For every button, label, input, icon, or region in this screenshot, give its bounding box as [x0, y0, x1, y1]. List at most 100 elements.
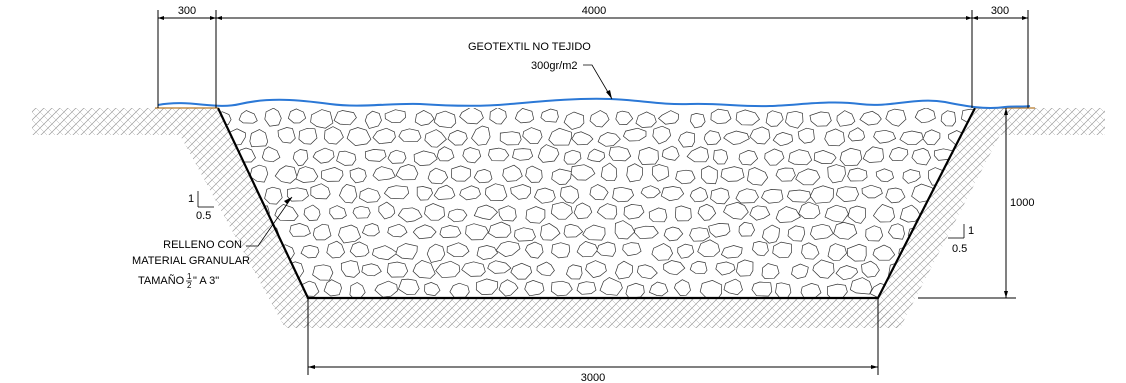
- rock: [536, 261, 555, 277]
- rock: [249, 164, 269, 183]
- rock: [677, 243, 695, 259]
- rock: [326, 240, 346, 259]
- rock: [887, 223, 905, 240]
- rock: [338, 184, 358, 204]
- rock: [424, 203, 445, 221]
- rock: [447, 129, 468, 146]
- rock: [397, 207, 423, 223]
- slope-left-rise: 1: [188, 193, 194, 205]
- rock: [533, 187, 556, 204]
- dim-top-4000: 4000: [582, 5, 606, 17]
- granular-fill: [218, 108, 975, 298]
- fill-label-fraction-num: 1: [187, 272, 192, 281]
- slope-indicator-left: [197, 191, 214, 208]
- rock: [922, 129, 941, 146]
- rock: [809, 111, 832, 127]
- rock: [865, 225, 884, 242]
- rock: [359, 187, 381, 203]
- rock: [859, 110, 882, 126]
- rock: [587, 148, 605, 163]
- rock: [720, 245, 743, 259]
- rock: [785, 110, 804, 129]
- rock: [847, 127, 865, 142]
- geotextile-line: [157, 97, 1031, 110]
- slope-indicator-right: [948, 224, 965, 239]
- rock: [585, 260, 607, 278]
- rock: [663, 260, 686, 276]
- rock: [710, 108, 732, 125]
- dim-right-300: 300: [991, 5, 1009, 17]
- rock: [827, 164, 846, 184]
- rock: [686, 146, 709, 163]
- rock: [899, 204, 921, 223]
- rock: [563, 149, 582, 165]
- rock: [927, 279, 948, 297]
- rock: [788, 149, 813, 166]
- rock: [485, 183, 508, 201]
- rock: [872, 244, 896, 261]
- rock: [699, 280, 723, 298]
- rock: [424, 129, 447, 148]
- rock: [446, 242, 470, 258]
- rock: [289, 223, 311, 237]
- rock: [875, 168, 895, 183]
- rock: [502, 164, 523, 182]
- fill-label-line1: RELLENO CON: [163, 239, 242, 251]
- rock: [387, 223, 408, 238]
- rock: [412, 260, 436, 279]
- rock: [537, 144, 560, 163]
- rock: [487, 260, 512, 274]
- rock: [813, 150, 837, 164]
- rock: [751, 281, 773, 297]
- rock: [563, 111, 585, 130]
- rock: [827, 283, 848, 298]
- fill-label-line3-prefix: TAMAÑO: [138, 274, 185, 287]
- fill-label-line2: MATERIAL GRANULAR: [132, 255, 250, 267]
- rock: [274, 165, 298, 184]
- soil-right: [878, 108, 1105, 328]
- rock: [412, 224, 437, 240]
- rock: [451, 165, 471, 182]
- rock: [824, 204, 849, 223]
- rock: [436, 146, 455, 162]
- rock: [333, 110, 357, 126]
- rock: [849, 277, 873, 295]
- rock: [372, 127, 396, 145]
- rock: [661, 145, 680, 161]
- rock: [540, 108, 559, 123]
- rock: [615, 110, 634, 125]
- rock: [775, 282, 792, 298]
- rock: [674, 279, 691, 296]
- rock: [488, 221, 512, 238]
- rock: [384, 109, 406, 124]
- rock: [499, 131, 522, 146]
- rock: [847, 205, 866, 224]
- rock: [364, 110, 382, 129]
- fill-label-line3-suffix: " A 3": [193, 275, 219, 287]
- rock: [361, 223, 380, 237]
- rock: [426, 243, 446, 263]
- rock: [950, 280, 972, 296]
- rock: [810, 223, 834, 240]
- rock: [940, 110, 957, 127]
- rock: [597, 132, 621, 147]
- rock: [764, 148, 785, 166]
- rock: [349, 167, 367, 184]
- rock: [735, 109, 760, 126]
- geotextile-label-line2: 300gr/m2: [531, 60, 577, 72]
- rock: [600, 162, 618, 182]
- rock: [372, 166, 396, 181]
- rock: [510, 262, 532, 280]
- rock: [512, 148, 534, 161]
- rock: [395, 164, 419, 181]
- rock: [689, 260, 708, 275]
- geotextile-leader: [583, 64, 613, 100]
- rock: [576, 281, 597, 295]
- rock: [862, 146, 884, 163]
- rock: [582, 224, 606, 241]
- rock: [736, 259, 754, 277]
- rock: [570, 164, 596, 181]
- rock: [540, 223, 561, 241]
- rock: [675, 169, 696, 185]
- rock: [651, 243, 673, 261]
